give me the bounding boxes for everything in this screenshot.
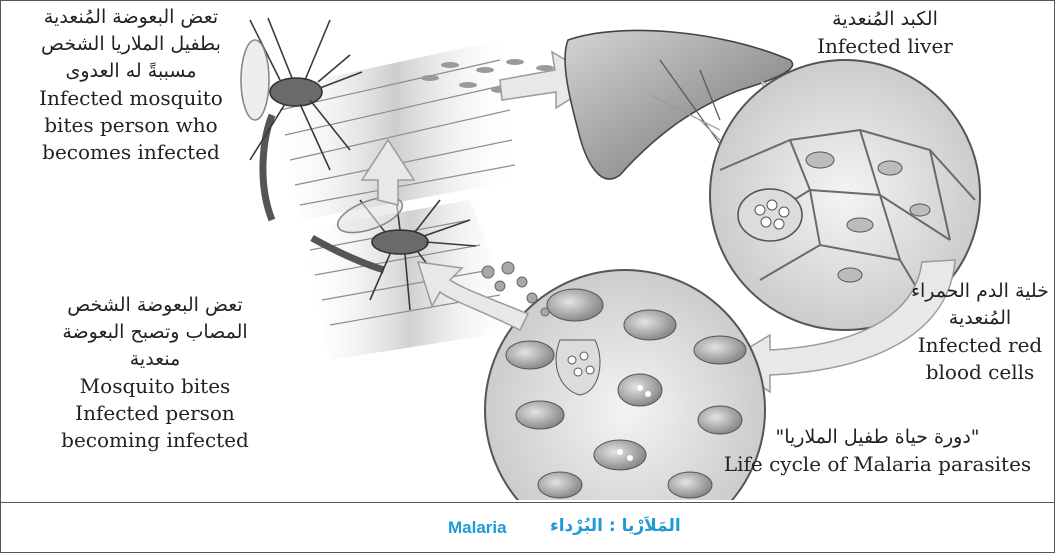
- label-line-ar: منعدية: [10, 346, 300, 373]
- label-line-en: bites person who: [0, 112, 262, 139]
- label-mosquito-bites: تعض البعوضة الشخص المصاب وتصبح البعوضة م…: [10, 292, 300, 454]
- label-line-en: Life cycle of Malaria parasites: [700, 451, 1055, 478]
- skin-bottom: [300, 200, 520, 360]
- label-life-cycle: "دورة حياة طفيل الملاريا" Life cycle of …: [700, 424, 1055, 478]
- caption-bar: Malaria المَلاَرْيا : البُرْداء: [0, 502, 1055, 554]
- label-line-ar: بطفيل الملاريا الشخص: [0, 31, 262, 58]
- label-line-ar: المصاب وتصبح البعوضة: [10, 319, 300, 346]
- label-line-ar: "دورة حياة طفيل الملاريا": [700, 424, 1055, 451]
- label-line-en: Infected red: [900, 332, 1055, 359]
- caption-english: Malaria: [448, 518, 507, 538]
- label-infected-mosquito: تعض البعوضة المُنعدية بطفيل الملاريا الش…: [0, 4, 262, 166]
- label-infected-liver: الكبد المُنعدية Infected liver: [780, 6, 990, 60]
- label-line-en: Infected person: [10, 400, 300, 427]
- label-line-ar: تعض البعوضة المُنعدية: [0, 4, 262, 31]
- label-line-ar: مسببةً له العدوى: [0, 58, 262, 85]
- label-line-en: becomes infected: [0, 139, 262, 166]
- label-line-en: Mosquito bites: [10, 373, 300, 400]
- label-line-en: blood cells: [900, 359, 1055, 386]
- label-line-ar: تعض البعوضة الشخص: [10, 292, 300, 319]
- label-line-en: becoming infected: [10, 427, 300, 454]
- caption-arabic: المَلاَرْيا : البُرْداء: [550, 516, 681, 536]
- label-infected-red-cells: خلية الدم الحمراء المُنعدية Infected red…: [900, 278, 1055, 386]
- label-line-ar: خلية الدم الحمراء: [900, 278, 1055, 305]
- label-line-en: Infected liver: [780, 33, 990, 60]
- label-line-en: Infected mosquito: [0, 85, 262, 112]
- label-line-ar: الكبد المُنعدية: [780, 6, 990, 33]
- label-line-ar: المُنعدية: [900, 305, 1055, 332]
